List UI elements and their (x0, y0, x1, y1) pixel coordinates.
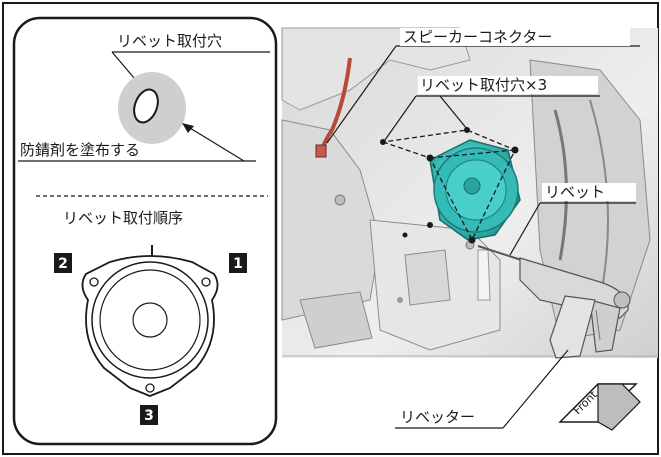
svg-text:2: 2 (58, 256, 68, 272)
speaker-connector-label: スピーカーコネクター (403, 28, 552, 46)
callout-speaker-connector: スピーカーコネクター (326, 28, 640, 144)
order-marker-3: 3 (140, 405, 158, 425)
riveter-tool (477, 245, 631, 359)
rivet-order-title: リベット取付順序 (63, 209, 183, 227)
rivet-hole-detail (118, 72, 186, 144)
rivet-holes-label: リベット取付穴×3 (420, 76, 547, 94)
callout-rivet-holes: リベット取付穴×3 (384, 76, 600, 141)
arrow-to-rust-area (184, 124, 245, 162)
rust-inhibitor-label: 防錆剤を塗布する (20, 141, 140, 159)
rivet-hole-label: リベット取付穴 (117, 32, 222, 50)
svg-text:1: 1 (233, 256, 243, 272)
riveter-label: リベッター (400, 408, 475, 426)
order-marker-2: 2 (54, 253, 72, 273)
speaker-unit (429, 139, 521, 241)
order-marker-1: 1 (229, 253, 247, 273)
speaker-top-view (81, 245, 219, 397)
svg-text:3: 3 (144, 408, 154, 424)
detail-panel: リベット取付穴 防錆剤を塗布する リベット取付順序 1 (12, 16, 278, 446)
connector-plug (315, 144, 327, 158)
front-direction-arrow: Front (558, 383, 641, 431)
rivet-hole-markers (380, 127, 519, 244)
callout-rivet: リベット (509, 183, 636, 256)
rivet-label: リベット (545, 183, 605, 201)
callout-riveter: リベッター (395, 349, 569, 429)
